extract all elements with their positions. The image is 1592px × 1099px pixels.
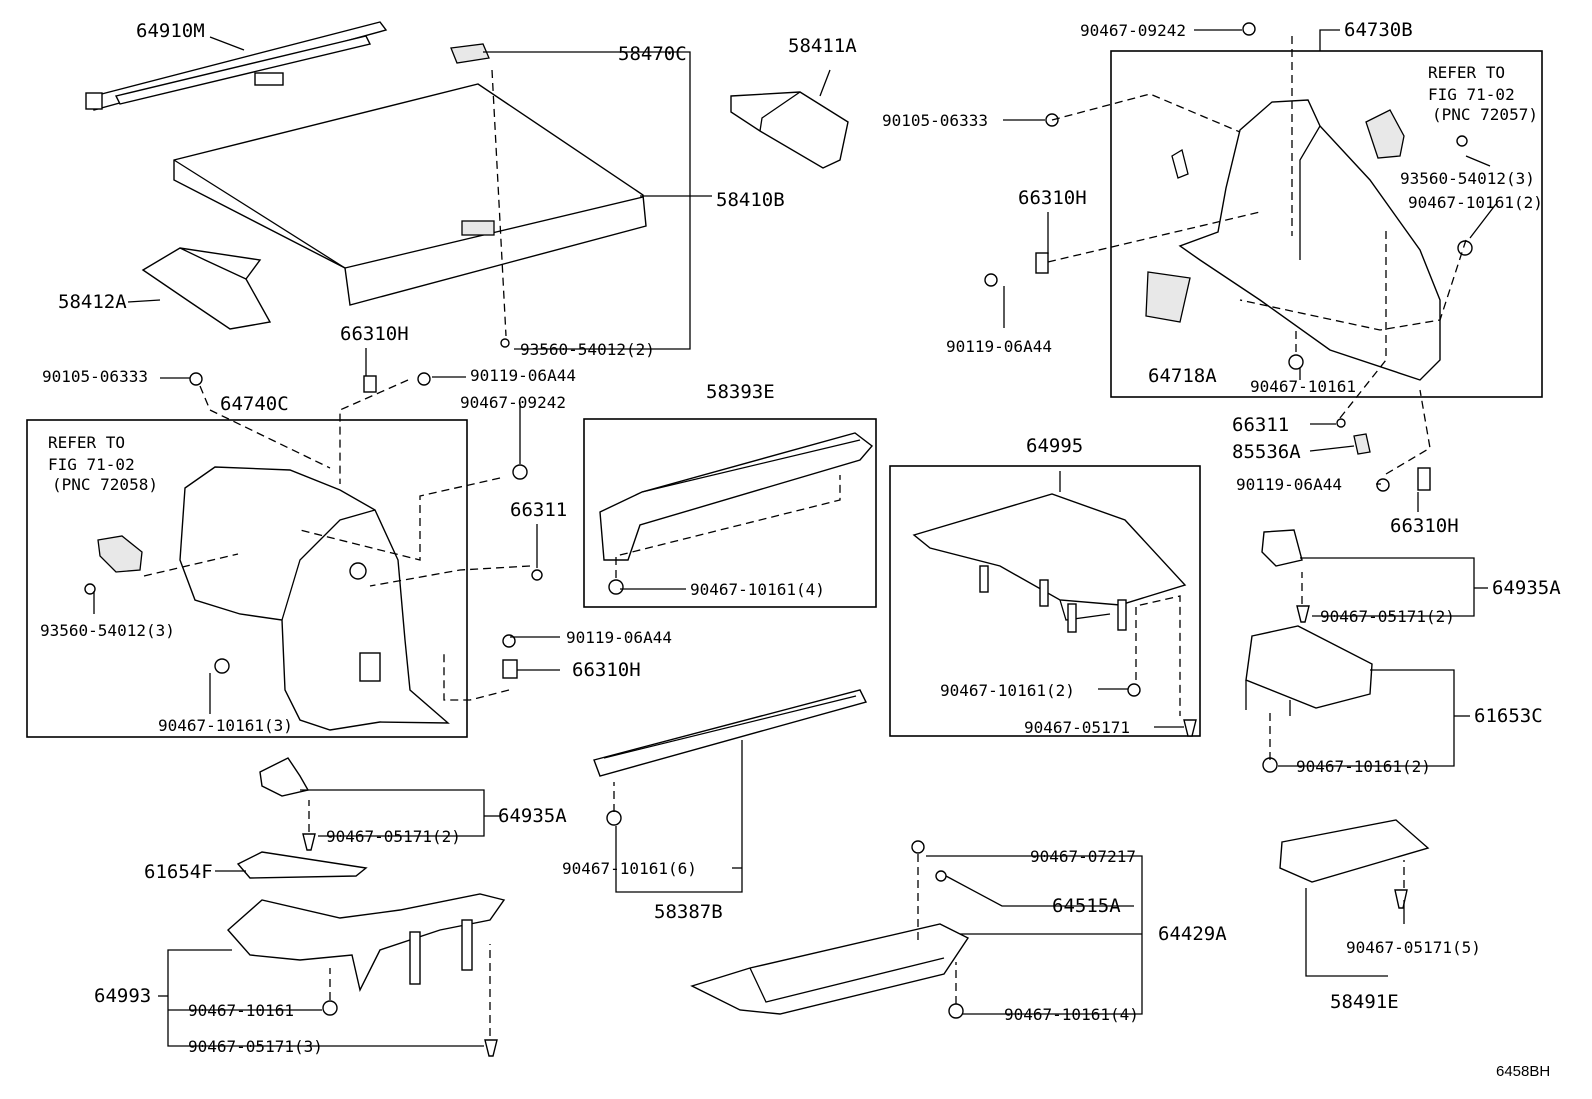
label-90467-10161-4-b: 90467-10161(4) xyxy=(1004,1005,1139,1024)
label-90467-10161-2-b: 90467-10161(2) xyxy=(1408,193,1543,212)
label-61653c: 61653C xyxy=(1474,705,1543,727)
label-90467-10161-4-a: 90467-10161(4) xyxy=(690,580,825,599)
label-90467-10161-2-a: 90467-10161(2) xyxy=(940,681,1075,700)
label-85536a: 85536A xyxy=(1232,441,1301,463)
label-90467-09242-a: 90467-09242 xyxy=(460,393,566,412)
label-90467-05171-2-right: 90467-05171(2) xyxy=(1320,607,1455,626)
label-58491e: 58491E xyxy=(1330,991,1399,1013)
label-90119-06a44-a: 90119-06A44 xyxy=(470,366,576,385)
part-58412a-side-panel xyxy=(141,247,272,330)
group-box-64740c xyxy=(26,419,468,738)
group-box-64730b xyxy=(1110,50,1543,398)
label-90119-06a44-d: 90119-06A44 xyxy=(1236,475,1342,494)
part-64935a-right-bracket xyxy=(1261,529,1303,567)
label-66310h-a: 66310H xyxy=(340,323,409,345)
label-64935a-left: 64935A xyxy=(498,805,567,827)
label-93560-54012-2: 93560-54012(2) xyxy=(520,340,655,359)
part-58491e-lid xyxy=(1279,819,1430,883)
part-64993-frame xyxy=(227,893,506,993)
label-66310h-b: 66310H xyxy=(572,659,641,681)
refer-note-right-line3: (PNC 72057) xyxy=(1432,105,1538,124)
label-58410b: 58410B xyxy=(716,189,785,211)
part-58411a-side-box xyxy=(730,91,849,169)
label-66310h-d: 66310H xyxy=(1390,515,1459,537)
part-61654f-plate xyxy=(236,851,368,879)
label-90119-06a44-c: 90119-06A44 xyxy=(946,337,1052,356)
label-90467-05171-3: 90467-05171(3) xyxy=(188,1037,323,1056)
part-64730b-right-trim xyxy=(1145,99,1441,381)
part-58387b-scuff-plate xyxy=(593,689,868,777)
label-58470c: 58470C xyxy=(618,43,687,65)
label-64935a-right: 64935A xyxy=(1492,577,1561,599)
leader-lines xyxy=(93,29,1497,1047)
label-64740c: 64740C xyxy=(220,393,289,415)
part-64429a-garnish xyxy=(690,923,970,1015)
label-58412a: 58412A xyxy=(58,291,127,313)
label-90467-10161-6: 90467-10161(6) xyxy=(562,859,697,878)
label-90467-05171-5: 90467-05171(5) xyxy=(1346,938,1481,957)
label-66311-b: 66311 xyxy=(1232,414,1289,436)
label-58387b: 58387B xyxy=(654,901,723,923)
label-58393e: 58393E xyxy=(706,381,775,403)
refer-note-right-line2: FIG 71-02 xyxy=(1428,85,1515,104)
label-58411a: 58411A xyxy=(788,35,857,57)
part-58470c-cap xyxy=(450,43,490,64)
fastener-glyphs xyxy=(84,22,1473,1057)
part-58393e-rail xyxy=(599,432,874,561)
part-61653c-block xyxy=(1245,625,1373,716)
label-93560-54012-3-a: 93560-54012(3) xyxy=(40,621,175,640)
diagram-code: 6458BH xyxy=(1496,1063,1550,1080)
part-64995-tray xyxy=(912,493,1187,633)
label-90105-06333-b: 90105-06333 xyxy=(882,111,988,130)
label-90467-09242-b: 90467-09242 xyxy=(1080,21,1186,40)
refer-note-right-line1: REFER TO xyxy=(1428,63,1505,82)
part-64740c-left-trim xyxy=(97,466,450,731)
label-90467-07217: 90467-07217 xyxy=(1030,847,1136,866)
label-66310h-c: 66310H xyxy=(1018,187,1087,209)
label-90467-10161-c: 90467-10161 xyxy=(188,1001,294,1020)
label-64730b: 64730B xyxy=(1344,19,1413,41)
part-labels: 64910M 58470C 58411A 58410B 58412A 66310… xyxy=(40,19,1561,1080)
refer-note-left-line1: REFER TO xyxy=(48,433,125,452)
label-90105-06333-a: 90105-06333 xyxy=(42,367,148,386)
part-85536a-clip xyxy=(1353,433,1371,455)
label-64995: 64995 xyxy=(1026,435,1083,457)
label-64515a: 64515A xyxy=(1052,895,1121,917)
label-90467-05171-a: 90467-05171 xyxy=(1024,718,1130,737)
label-64429a: 64429A xyxy=(1158,923,1227,945)
refer-note-left-line2: FIG 71-02 xyxy=(48,455,135,474)
group-box-58393e xyxy=(583,418,877,608)
refer-note-left-line3: (PNC 72058) xyxy=(52,475,158,494)
label-90467-10161-b: 90467-10161 xyxy=(1250,377,1356,396)
label-93560-54012-3-b: 93560-54012(3) xyxy=(1400,169,1535,188)
part-64910m-tonneau-cover xyxy=(85,21,388,111)
label-90119-06a44-b: 90119-06A44 xyxy=(566,628,672,647)
label-90467-10161-3: 90467-10161(3) xyxy=(158,716,293,735)
label-64993: 64993 xyxy=(94,985,151,1007)
label-66311-a: 66311 xyxy=(510,499,567,521)
group-box-64995 xyxy=(889,465,1201,737)
label-64718a: 64718A xyxy=(1148,365,1217,387)
label-90467-10161-2-c: 90467-10161(2) xyxy=(1296,757,1431,776)
label-61654f: 61654F xyxy=(144,861,213,883)
part-58410b-deck-board xyxy=(173,83,647,306)
label-64910m: 64910M xyxy=(136,20,205,42)
label-90467-05171-2-left: 90467-05171(2) xyxy=(326,827,461,846)
